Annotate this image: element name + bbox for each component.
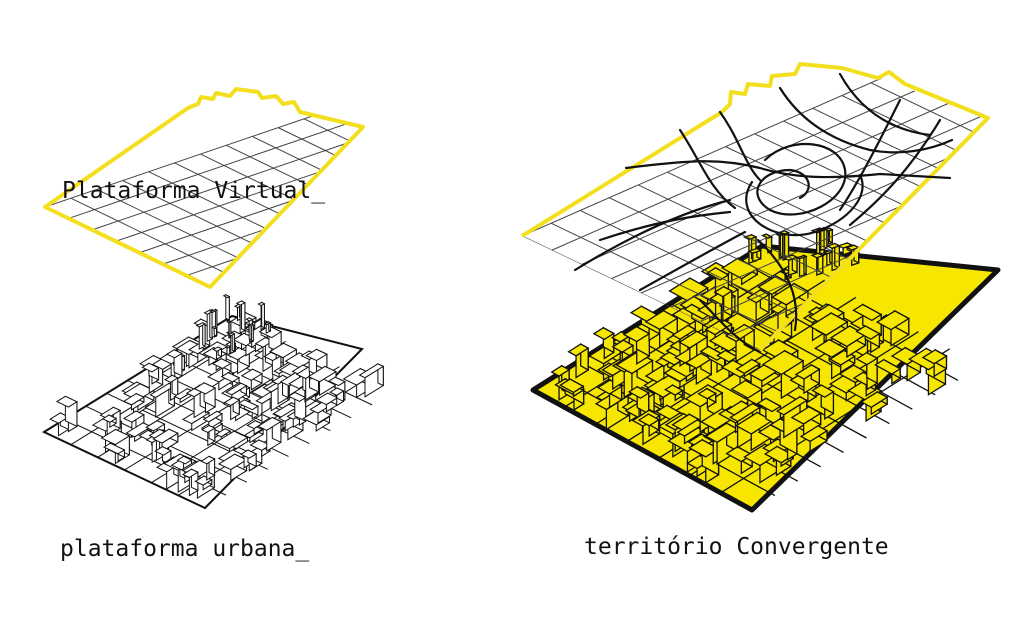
label-convergent-territory: território Convergente bbox=[584, 536, 889, 559]
building-roof bbox=[224, 295, 230, 298]
building-face bbox=[242, 301, 245, 331]
grid-line bbox=[210, 190, 495, 287]
grid-line bbox=[71, 198, 236, 278]
grid-line bbox=[900, 70, 1024, 184]
building-face bbox=[824, 228, 827, 249]
label-virtual-platform: Plataforma Virtual_ bbox=[62, 180, 325, 203]
grid-line bbox=[330, 110, 495, 190]
building-roof bbox=[825, 228, 832, 231]
grid-line bbox=[522, 70, 900, 236]
grid-line bbox=[139, 156, 424, 253]
building-face bbox=[232, 333, 234, 352]
building-roof bbox=[249, 324, 253, 326]
building-roof bbox=[227, 321, 231, 323]
building-face bbox=[226, 295, 229, 320]
grid-line bbox=[304, 119, 469, 199]
label-urban-platform: plataforma urbana_ bbox=[60, 538, 309, 561]
convergent-territory bbox=[522, 64, 1024, 510]
building-face bbox=[251, 324, 253, 341]
grid-line bbox=[252, 136, 417, 216]
grid-line bbox=[552, 84, 930, 250]
urban-platform bbox=[44, 295, 383, 508]
building-face bbox=[203, 323, 205, 346]
